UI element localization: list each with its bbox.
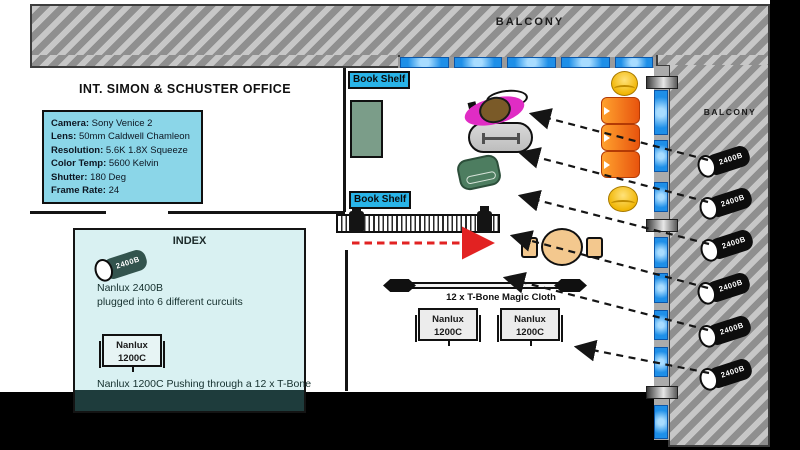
meeting-chair-left [521,237,538,258]
spec-value: 24 [108,185,120,197]
desk-table [468,122,533,153]
wall-connector [646,76,678,89]
sofa-seat [601,97,640,124]
spec-value: 180 Deg [90,171,126,183]
spec-label: Color Temp: [51,158,107,170]
spec-value: 50mm Caldwell Chamleon [78,131,190,143]
window-segment [654,182,668,212]
yellow-ottoman-top [611,71,638,96]
index-line-2: plugged into 6 different curcuits [97,296,243,308]
spec-row: Lens: 50mm Caldwell Chamleon [51,130,194,143]
light-label: 2400B [720,234,747,251]
window-segment [654,90,668,135]
light-label: 2400B [114,254,141,271]
window-segment [654,273,668,303]
meeting-chair-right [586,237,603,258]
office-wall-segment-b [168,211,345,214]
spec-row: Resolution: 5.6K 1.8X Squeeze [51,144,194,157]
spec-label: Resolution: [51,144,104,156]
window-segment [654,310,668,340]
balcony-right-label: BALCONY [703,107,757,117]
top-balcony-extension [30,55,400,68]
bookshelf-label-bottom: Book Shelf [349,191,412,209]
balcony-top-label: BALCONY [495,16,565,28]
light-label: 2400B [717,150,744,167]
spec-label: Frame Rate: [51,185,106,197]
fixture-name: Nanlux [432,314,464,325]
fixture-model: 1200C [434,327,462,338]
window-segment [561,57,610,68]
meeting-table [541,228,583,266]
window-segment [654,237,668,268]
desk-leg-bar [482,133,520,144]
sofa-seat [601,124,640,151]
bookshelf-label-top: Book Shelf [348,71,411,89]
nanlux-1200c-unit-2: Nanlux 1200C [497,308,563,346]
office-wall-segment-a [30,211,106,214]
window-segment [400,57,449,68]
spec-value: 5.6K 1.8X Squeeze [105,144,188,156]
camera-dolly-marker [349,206,364,233]
tbone-frame-bar [392,282,578,289]
index-footer-band [75,390,304,411]
window-segment [454,57,502,68]
lower-left-wall [345,250,348,391]
spec-row: Color Temp: 5600 Kelvin [51,157,194,170]
light-label: 2400B [717,277,744,294]
spec-label: Shutter: [51,171,88,183]
window-segment [654,140,668,172]
window-segment [654,347,668,377]
spec-value: Sony Venice 2 [91,118,153,129]
spec-label: Camera: [51,118,90,129]
spec-label: Lens: [51,131,77,143]
light-label: 2400B [719,192,746,209]
right-window-wall [654,66,669,440]
wall-connector [646,386,678,399]
fixture-model: 1200C [118,353,146,364]
top-window-wall [398,57,656,68]
spec-row: Frame Rate: 24 [51,184,194,197]
camera-specs-panel: Camera: Sony Venice 2 Lens: 50mm Caldwel… [42,110,203,205]
spec-row: Shutter: 180 Deg [51,171,194,184]
index-title: INDEX [172,235,207,247]
nanlux-1200c-icon: Nanlux 1200C [99,334,165,372]
tbone-frame-end [383,279,416,292]
window-segment [507,57,556,68]
yellow-ottoman-bottom [608,186,638,212]
window-segment [615,57,653,68]
nanlux-1200c-unit-1: Nanlux 1200C [415,308,481,346]
index-line-1: Nanlux 2400B [97,282,163,294]
window-segment [654,405,668,439]
tbone-label: 12 x T-Bone Magic Cloth [446,292,556,303]
scene-title: INT. SIMON & SCHUSTER OFFICE [79,82,291,96]
fixture-model: 1200C [516,327,544,338]
light-lens-icon [91,256,116,285]
dolly-track [336,214,500,233]
spec-value: 5600 Kelvin [108,158,159,170]
sofa-seat [601,151,640,178]
nanlux-2400b-icon: 2400B [91,247,150,285]
spec-row: Camera: Sony Venice 2 [51,117,194,130]
orange-sofa [601,97,640,178]
green-cabinet [350,100,383,158]
index-line-3: Nanlux 1200C Pushing through a 12 x T-Bo… [97,378,312,390]
top-balcony [30,4,770,57]
left-wall [343,66,346,212]
index-panel: INDEX 2400B Nanlux 2400B plugged into 6 … [73,228,311,413]
light-label: 2400B [718,320,745,337]
fixture-name: Nanlux [116,340,148,351]
wall-connector [646,219,678,232]
camera-dolly-marker [477,206,492,233]
fixture-name: Nanlux [514,314,546,325]
light-label: 2400B [719,363,746,380]
